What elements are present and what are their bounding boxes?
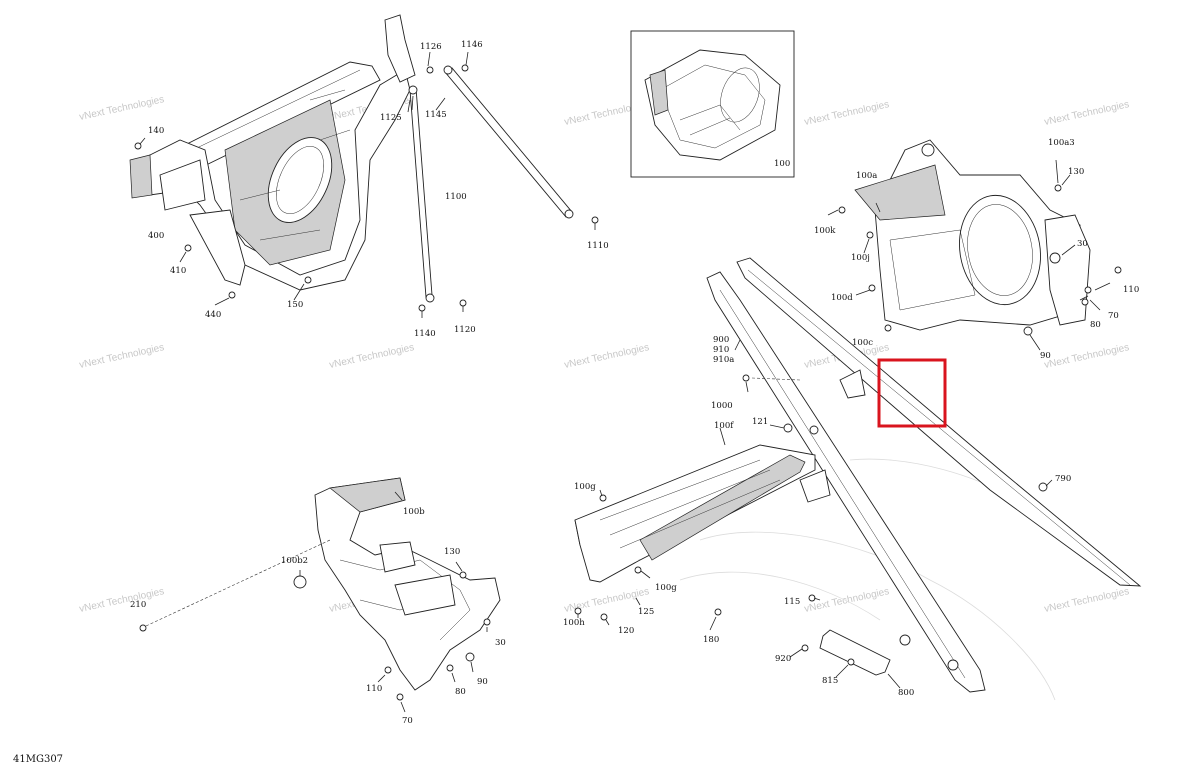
svg-text:vNext Technologies: vNext Technologies [1043,342,1130,371]
callout-100: 100 [774,159,790,169]
callout-440: 440 [205,310,221,320]
svg-text:vNext Technologies: vNext Technologies [78,94,165,123]
callout-410: 410 [170,266,186,276]
svg-text:vNext Technologies: vNext Technologies [1043,99,1130,128]
watermark: vNext Technologies [78,94,165,123]
callout-100a3: 100a3 [1048,138,1075,148]
callout-1140: 1140 [414,329,436,339]
callout-100g: 100g [574,482,596,492]
watermark: vNext Technologies [1043,99,1130,128]
watermark: vNext Technologies [78,342,165,371]
callout-100c: 100c [852,338,873,348]
inset-overview [630,30,795,178]
callout-120: 120 [618,626,634,636]
svg-text:vNext Technologies: vNext Technologies [78,586,165,615]
watermark: vNext Technologies [563,342,650,371]
callout-100g-lower: 100g [655,583,677,593]
callout-1120: 1120 [454,325,476,335]
callout-1125: 1125 [380,113,402,123]
callout-210: 210 [130,600,146,610]
callout-1000: 1000 [711,401,733,411]
callout-115: 115 [784,597,800,607]
callout-150: 150 [287,300,303,310]
callout-100a: 100a [856,171,877,181]
watermark: vNext Technologies [78,586,165,615]
callout-100k: 100k [814,226,836,236]
callout-900: 900 [713,335,729,345]
document-code: 41MG307 [13,754,64,765]
callout-30-bottom: 30 [495,638,506,648]
callout-800: 800 [898,688,914,698]
callout-1145: 1145 [425,110,447,120]
svg-text:vNext Technologies: vNext Technologies [78,342,165,371]
callout-90-top: 90 [1040,351,1051,361]
front-frame-assembly [129,14,599,318]
callout-30-top: 30 [1077,239,1088,249]
callout-920: 920 [775,654,791,664]
callout-110-bottom: 110 [366,684,382,694]
callout-400: 400 [148,231,164,241]
callout-1126: 1126 [420,42,442,52]
callout-100b2: 100b2 [281,556,308,566]
callout-1110: 1110 [587,241,609,251]
callout-100f: 100f [714,421,734,431]
callout-100h: 100h [563,618,585,628]
callout-125: 125 [638,607,654,617]
callout-80-bottom: 80 [455,687,466,697]
callout-180: 180 [703,635,719,645]
svg-text:vNext Technologies: vNext Technologies [1043,586,1130,615]
watermark: vNext Technologies [328,342,415,371]
callout-910: 910 [713,345,729,355]
callout-1100: 1100 [445,192,467,202]
watermark: vNext Technologies [1043,342,1130,371]
callout-130-bottom: 130 [444,547,460,557]
callout-815: 815 [822,676,838,686]
skid-plate-assembly [574,423,901,689]
callout-70-top: 70 [1108,311,1119,321]
watermark: vNext Technologies [803,99,890,128]
callout-1146: 1146 [461,40,483,50]
callout-110-top: 110 [1123,285,1139,295]
lower-bulkhead-assembly [139,477,501,713]
side-rail-assembly [679,257,1142,701]
callout-100j: 100j [851,253,870,263]
callout-70-bottom: 70 [402,716,413,726]
callout-121: 121 [752,417,768,427]
callout-90-bottom: 90 [477,677,488,687]
callout-790: 790 [1055,474,1071,484]
svg-text:vNext Technologies: vNext Technologies [803,99,890,128]
svg-text:vNext Technologies: vNext Technologies [328,342,415,371]
callout-140: 140 [148,126,164,136]
callout-910a: 910a [713,355,734,365]
watermark: vNext Technologies [1043,586,1130,615]
callout-100d: 100d [831,293,853,303]
callout-100b: 100b [403,507,425,517]
highlight-box [877,358,947,428]
callout-130-top: 130 [1068,167,1084,177]
front-bulkhead-assembly [827,139,1122,351]
svg-text:vNext Technologies: vNext Technologies [563,342,650,371]
callout-80-top: 80 [1090,320,1101,330]
